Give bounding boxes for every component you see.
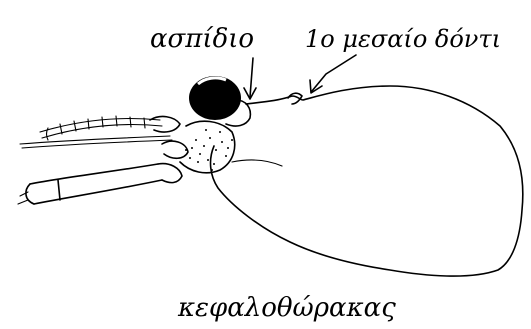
- shield-pointer-arrow: [244, 58, 256, 99]
- label-first-middle-tooth: 1ο μεσαίο δόντι: [305, 25, 501, 53]
- carapace-groove: [232, 160, 282, 166]
- antennule: [40, 116, 162, 140]
- label-shield: ασπίδιο: [150, 24, 254, 54]
- rostrum: [180, 121, 235, 173]
- carapace-outline: [211, 86, 523, 276]
- compound-eye: [189, 76, 241, 120]
- label-cephalothorax: κεφαλοθώρακας: [177, 293, 396, 323]
- appendage-joints: [150, 117, 188, 159]
- antenna-peduncle: [18, 164, 182, 204]
- tooth-pointer-arrow: [310, 55, 356, 93]
- dorsal-tooth: [288, 93, 302, 104]
